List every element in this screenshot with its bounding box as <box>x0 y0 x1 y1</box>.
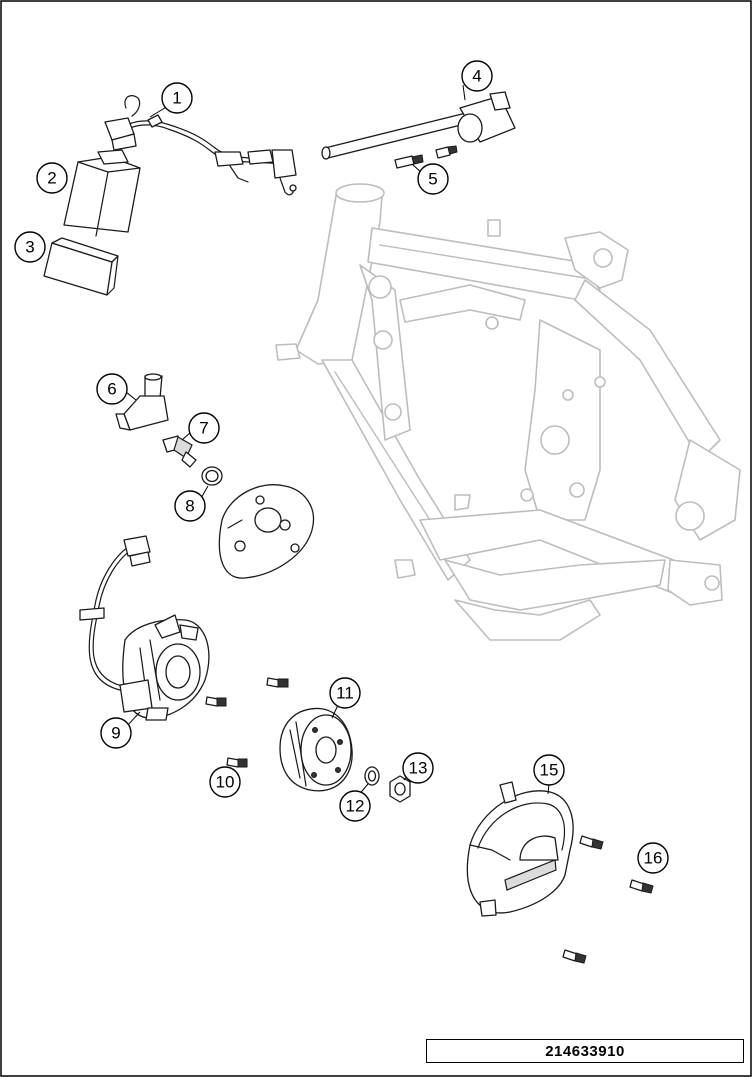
callout-8: 8 <box>174 490 206 522</box>
callout-15: 15 <box>533 754 565 786</box>
svg-text:13: 13 <box>409 759 428 778</box>
drawing-code: 214633910 <box>545 1042 625 1060</box>
part-16-screws <box>562 835 654 964</box>
svg-text:16: 16 <box>644 849 663 868</box>
svg-text:8: 8 <box>185 497 194 516</box>
svg-text:7: 7 <box>199 419 208 438</box>
callout-2: 2 <box>36 162 68 194</box>
part-2-cdi-unit <box>63 149 141 237</box>
part-1-wiring-harness <box>104 95 297 196</box>
svg-text:9: 9 <box>111 724 120 743</box>
svg-text:6: 6 <box>107 380 116 399</box>
svg-text:12: 12 <box>346 797 365 816</box>
svg-text:10: 10 <box>216 773 235 792</box>
callout-4: 4 <box>461 60 493 92</box>
callout-1: 1 <box>161 82 193 114</box>
svg-text:4: 4 <box>472 67 481 86</box>
svg-text:5: 5 <box>428 170 437 189</box>
svg-text:3: 3 <box>25 238 34 257</box>
part-13-nut <box>389 775 411 803</box>
callout-3: 3 <box>14 231 46 263</box>
part-3-rubber-sleeve <box>43 237 119 296</box>
part-4-ignition-coil <box>321 91 516 160</box>
callout-9: 9 <box>100 717 132 749</box>
svg-text:15: 15 <box>540 761 559 780</box>
callout-10: 10 <box>209 766 241 798</box>
part-6-spark-plug-connector <box>115 373 169 431</box>
part-11-rotor <box>279 707 353 792</box>
svg-text:2: 2 <box>47 169 56 188</box>
callout-6: 6 <box>96 373 128 405</box>
callout-13: 13 <box>402 752 434 784</box>
part-5-screws <box>394 145 458 169</box>
part-10-screws <box>205 677 289 768</box>
part-12-washer <box>364 766 380 786</box>
svg-text:11: 11 <box>336 684 354 703</box>
part-9-stator <box>79 535 210 721</box>
callout-12: 12 <box>339 790 371 822</box>
part-15-ignition-cover <box>466 781 574 917</box>
callout-16: 16 <box>637 842 669 874</box>
drawing-code-box: 214633910 <box>426 1039 744 1063</box>
cylinder-head-ghost <box>218 484 314 579</box>
callout-11: 11 <box>329 677 361 709</box>
part-8-sealing-ring <box>201 466 223 486</box>
callout-7: 7 <box>188 412 220 444</box>
callout-5: 5 <box>417 163 449 195</box>
part-7-spark-plug <box>162 435 197 468</box>
frame-ghost <box>275 183 741 641</box>
svg-text:1: 1 <box>172 89 181 108</box>
